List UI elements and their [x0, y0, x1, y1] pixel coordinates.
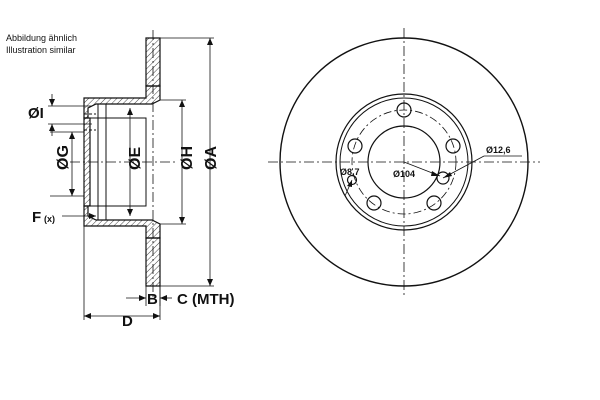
- label-dia-G: ØG: [55, 145, 72, 170]
- note-german: Abbildung ähnlich: [6, 33, 78, 43]
- label-D: D: [122, 313, 133, 330]
- center-bore: [367, 125, 441, 199]
- hat-wall-top: [83, 85, 161, 119]
- bolt-hole-5: [347, 138, 363, 154]
- note-english: Illustration similar: [6, 45, 76, 55]
- label-dia-I: ØI: [28, 105, 44, 122]
- locating-hole-right: [436, 171, 450, 185]
- label-dia-E: ØE: [127, 147, 144, 170]
- side-section-view: ØI ØG ØE ØH ØA F (x) B C (MTH) D: [28, 30, 234, 330]
- label-dia-A: ØA: [203, 146, 220, 170]
- front-view: Ø8,7 Ø104 Ø12,6: [268, 28, 540, 298]
- label-dia-H: ØH: [179, 146, 196, 170]
- disc-outer-edge: [279, 37, 529, 287]
- pcd-circle: [351, 109, 457, 215]
- bolt-hole-2: [445, 138, 461, 154]
- hat-inner-edge: [339, 97, 469, 227]
- label-C: C (MTH): [177, 291, 234, 308]
- label-F: F: [32, 209, 41, 226]
- bolt-hole-1: [396, 102, 412, 118]
- label-hole-small: Ø8,7: [340, 167, 360, 177]
- hat-wall-bottom: [83, 205, 161, 239]
- label-pcd: Ø104: [393, 169, 415, 179]
- bolt-hole-4: [366, 195, 382, 211]
- label-hole-large: Ø12,6: [486, 145, 511, 155]
- label-F-sub: (x): [44, 214, 55, 224]
- label-B: B: [147, 291, 158, 308]
- bolt-hole-3: [426, 195, 442, 211]
